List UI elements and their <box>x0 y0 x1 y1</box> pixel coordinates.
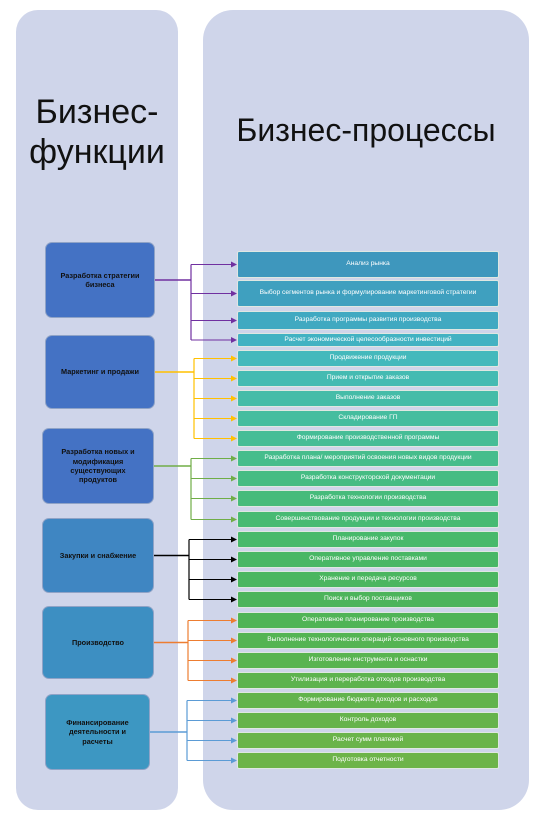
process-purchase-planning[interactable]: Планирование закупок <box>237 531 499 548</box>
process-resource-storage[interactable]: Хранение и передача ресурсов <box>237 571 499 588</box>
process-payment-calculation[interactable]: Расчет сумм платежей <box>237 732 499 749</box>
process-waste-recycling[interactable]: Утилизация и переработка отходов произво… <box>237 672 499 689</box>
process-operational-planning[interactable]: Оперативное планирование производства <box>237 612 499 629</box>
function-marketing-sales[interactable]: Маркетинг и продажи <box>45 335 155 409</box>
process-production-program[interactable]: Формирование производственной программы <box>237 430 499 447</box>
process-market-analysis[interactable]: Анализ рынка <box>237 251 499 278</box>
function-finance[interactable]: Финансирование деятельности и расчеты <box>45 694 150 770</box>
process-product-promotion[interactable]: Продвижение продукции <box>237 350 499 367</box>
process-supply-management[interactable]: Оперативное управление поставками <box>237 551 499 568</box>
function-product-development[interactable]: Разработка новых и модификация существую… <box>42 428 154 504</box>
process-production-technology[interactable]: Разработка технологии производства <box>237 490 499 507</box>
process-product-improvement[interactable]: Совершенствование продукции и технологии… <box>237 511 499 528</box>
business-processes-heading: Бизнес-процессы <box>236 112 496 148</box>
function-production[interactable]: Производство <box>42 606 154 679</box>
process-design-documentation[interactable]: Разработка конструкторской документации <box>237 470 499 487</box>
process-investment-feasibility[interactable]: Расчет экономической целесообразности ин… <box>237 333 499 347</box>
process-tooling-manufacture[interactable]: Изготовление инструмента и оснастки <box>237 652 499 669</box>
business-functions-heading: Бизнес-функции <box>29 93 165 172</box>
process-segment-selection[interactable]: Выбор сегментов рынка и формулирование м… <box>237 280 499 307</box>
process-reporting[interactable]: Подготовка отчетности <box>237 752 499 769</box>
function-strategy[interactable]: Разработка стратегии бизнеса <box>45 242 155 318</box>
process-income-control[interactable]: Контроль доходов <box>237 712 499 729</box>
process-order-fulfillment[interactable]: Выполнение заказов <box>237 390 499 407</box>
process-order-intake[interactable]: Прием и открытие заказов <box>237 370 499 387</box>
process-budget-formation[interactable]: Формирование бюджета доходов и расходов <box>237 692 499 709</box>
process-supplier-selection[interactable]: Поиск и выбор поставщиков <box>237 591 499 608</box>
process-finished-goods-storage[interactable]: Складирование ГП <box>237 410 499 427</box>
function-procurement[interactable]: Закупки и снабжение <box>42 518 154 593</box>
process-technological-operations[interactable]: Выполнение технологических операций осно… <box>237 632 499 649</box>
process-development-program[interactable]: Разработка программы развития производст… <box>237 311 499 330</box>
process-new-products-plan[interactable]: Разработка плана/ мероприятий освоения н… <box>237 450 499 467</box>
